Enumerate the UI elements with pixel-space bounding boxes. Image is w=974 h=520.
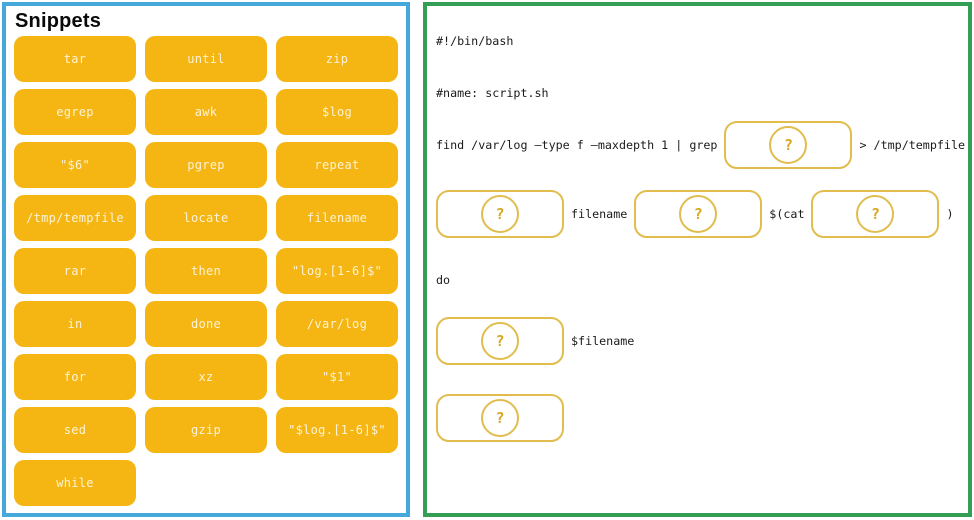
snippet-label: egrep [56, 105, 94, 119]
snippet-tar[interactable]: tar [14, 36, 136, 82]
snippet-filename[interactable]: filename [276, 195, 398, 241]
snippet-tmp-tempfile[interactable]: /tmp/tempfile [14, 195, 136, 241]
question-mark: ? [495, 205, 505, 223]
drop-zone[interactable]: ? [811, 190, 940, 238]
snippet-label: for [63, 370, 87, 384]
snippet-rar[interactable]: rar [14, 248, 136, 294]
snippet-label: locate [183, 211, 229, 225]
question-mark-icon: ? [481, 322, 519, 360]
drop-zone[interactable]: ? [436, 394, 564, 442]
code-text: $filename [571, 334, 635, 348]
script-panel: #!/bin/bash #name: script.sh find /var/log… [423, 2, 972, 517]
snippet-locate[interactable]: locate [145, 195, 267, 241]
code-text: ) [946, 207, 954, 221]
snippet-repeat[interactable]: repeat [276, 142, 398, 188]
snippet-then[interactable]: then [145, 248, 267, 294]
snippet-label: in [67, 317, 83, 331]
code-line: ? $filename [436, 316, 964, 366]
drop-zone[interactable]: ? [634, 190, 763, 238]
snippet-until[interactable]: until [145, 36, 267, 82]
code-line: do [436, 268, 964, 292]
snippet-for[interactable]: for [14, 354, 136, 400]
snippet-label: pgrep [187, 158, 225, 172]
snippet-log-1-6[interactable]: "$log.[1-6]$" [276, 407, 398, 453]
snippet-label: "$1" [321, 370, 353, 384]
snippet-label: then [190, 264, 222, 278]
snippet-gzip[interactable]: gzip [145, 407, 267, 453]
question-mark: ? [495, 409, 505, 427]
snippet-var-log[interactable]: /var/log [276, 301, 398, 347]
snippet-label: done [190, 317, 222, 331]
snippet-pgrep[interactable]: pgrep [145, 142, 267, 188]
snippet-xz[interactable]: xz [145, 354, 267, 400]
question-mark-icon: ? [679, 195, 718, 233]
code-text: > /tmp/tempfile [859, 138, 966, 152]
code-text: $(cat [769, 207, 805, 221]
question-mark-icon: ? [481, 195, 519, 233]
snippet-label: until [187, 52, 225, 66]
snippets-title: Snippets [15, 10, 102, 32]
snippet-label: $log [321, 105, 353, 119]
snippet-label: gzip [190, 423, 222, 437]
snippet-in[interactable]: in [14, 301, 136, 347]
code-text: do [436, 273, 451, 287]
snippet-awk[interactable]: awk [145, 89, 267, 135]
code-text: find /var/log –type f –maxdepth 1 | grep [436, 138, 718, 152]
question-mark: ? [693, 205, 703, 223]
snippet-label: /var/log [306, 317, 368, 331]
snippet-label: while [56, 476, 94, 490]
snippet-label: zip [325, 52, 349, 66]
code-line: #!/bin/bash [436, 29, 964, 53]
code-line: ? filename? $(cat?) [436, 189, 964, 239]
drop-zone[interactable]: ? [436, 190, 564, 238]
script-editor: #!/bin/bash #name: script.sh find /var/log… [427, 29, 968, 443]
question-mark: ? [783, 136, 793, 154]
snippet-sed[interactable]: sed [14, 407, 136, 453]
snippet-done[interactable]: done [145, 301, 267, 347]
question-mark-icon: ? [769, 126, 808, 164]
snippet-label: xz [198, 370, 214, 384]
snippet-label: "log.[1-6]$" [291, 264, 383, 278]
snippet-label: "$6" [59, 158, 91, 172]
code-text: #!/bin/bash [436, 34, 514, 48]
question-mark-icon: ? [856, 195, 895, 233]
question-mark: ? [870, 205, 880, 223]
snippet-while[interactable]: while [14, 460, 136, 506]
snippet-label: tar [63, 52, 87, 66]
code-text: #name: script.sh [436, 86, 549, 100]
question-mark: ? [495, 332, 505, 350]
drop-zone[interactable]: ? [724, 121, 853, 169]
code-line: find /var/log –type f –maxdepth 1 | grep… [436, 120, 966, 170]
snippet-label: repeat [314, 158, 360, 172]
code-text: filename [571, 207, 628, 221]
code-line: ? [436, 393, 964, 443]
snippet-label: /tmp/tempfile [26, 211, 124, 225]
snippet-1[interactable]: "$1" [276, 354, 398, 400]
snippet-zip[interactable]: zip [276, 36, 398, 82]
drop-zone[interactable]: ? [436, 317, 564, 365]
snippet-label: sed [63, 423, 87, 437]
snippet-6[interactable]: "$6" [14, 142, 136, 188]
code-line: #name: script.sh [436, 81, 964, 105]
snippet-label: "$log.[1-6]$" [288, 423, 386, 437]
snippet-log[interactable]: $log [276, 89, 398, 135]
snippets-panel: Snippets tar until zip egrep awk $log "$6" pgre… [2, 2, 410, 517]
question-mark-icon: ? [481, 399, 519, 437]
snippet-label: filename [306, 211, 368, 225]
snippets-grid: tar until zip egrep awk $log "$6" pgrep repeat/t… [6, 35, 406, 513]
snippet-log-1-6[interactable]: "log.[1-6]$" [276, 248, 398, 294]
snippet-label: awk [194, 105, 218, 119]
snippet-label: rar [63, 264, 87, 278]
snippet-egrep[interactable]: egrep [14, 89, 136, 135]
